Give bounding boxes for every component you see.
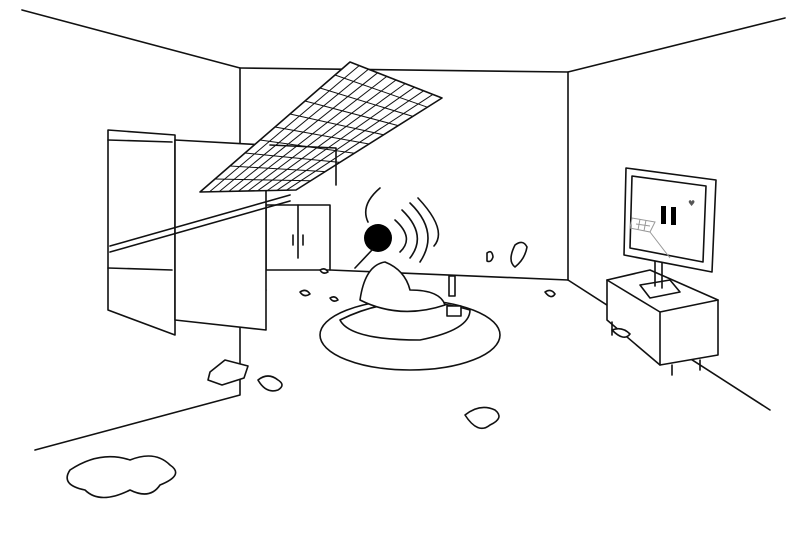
back-cabinet (266, 205, 330, 270)
tv-set: ♥ (607, 168, 718, 375)
grid-line (286, 94, 432, 190)
grid-line (258, 84, 406, 191)
grid-line (267, 87, 414, 190)
ceiling-grid (200, 62, 442, 192)
grid-line (230, 166, 325, 172)
ball (355, 188, 438, 268)
grid-line (245, 153, 340, 162)
grid-line (277, 91, 424, 191)
pause-icon (661, 206, 666, 224)
grid-line (215, 179, 311, 181)
grid-line (275, 127, 369, 144)
bean-bag (320, 262, 500, 370)
heart-icon: ♥ (688, 199, 695, 208)
debris (67, 242, 630, 497)
